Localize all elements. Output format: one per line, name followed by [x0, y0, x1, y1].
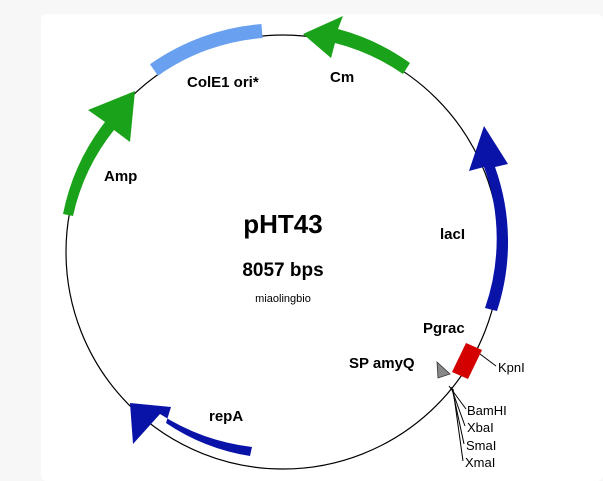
feature-laci-arrow [469, 126, 509, 311]
feature-amp-arrow [63, 91, 135, 216]
feature-repa-arrow [130, 403, 252, 456]
site-label-smai: SmaI [466, 438, 496, 453]
feature-sp-amyq-marker [436, 361, 451, 379]
kpni-leader-line [479, 353, 497, 367]
feature-label-amp: Amp [104, 168, 137, 185]
feature-label-laci: lacI [440, 226, 465, 243]
feature-label-sp-amyq: SP amyQ [349, 355, 415, 372]
feature-pgrac-box [452, 343, 482, 379]
site-label-bamhi: BamHI [467, 403, 507, 418]
feature-cole1-ori-bar [149, 24, 263, 76]
feature-label-pgrac: Pgrac [423, 320, 465, 337]
feature-label-cole1-ori: ColE1 ori* [187, 74, 259, 91]
feature-label-repa: repA [209, 408, 243, 425]
xmai-leader-line [452, 388, 464, 462]
feature-label-cm: Cm [330, 69, 354, 86]
site-label-xbai: XbaI [467, 420, 494, 435]
plasmid-size: 8057 bps [242, 260, 323, 281]
credit-label: miaolingbio [255, 293, 311, 305]
site-label-kpni: KpnI [498, 360, 525, 375]
site-label-xmai: XmaI [465, 455, 495, 470]
plasmid-name: pHT43 [243, 209, 322, 239]
feature-cm-arrow [303, 16, 410, 74]
